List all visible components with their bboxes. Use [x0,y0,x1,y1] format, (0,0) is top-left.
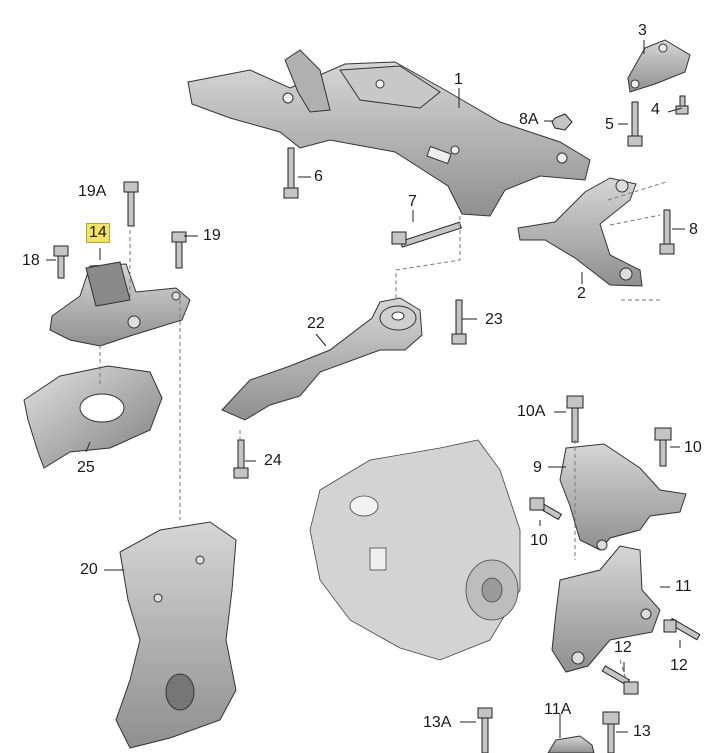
label-12-top: 12 [614,639,632,656]
bolt-8 [659,209,675,255]
bracket-11-part [551,545,661,673]
bolt-12-top [601,665,639,695]
label-20: 20 [80,561,98,578]
label-3: 3 [638,22,647,39]
bolt-19 [171,231,187,269]
label-13: 13 [633,723,651,740]
bracket-11a-part [547,735,595,753]
dashed-guides [99,181,667,681]
bolt-10a [566,395,584,443]
label-8a: 8A [519,111,539,128]
label-13a: 13A [423,714,452,731]
label-14-highlighted: 14 [86,223,110,243]
label-11a: 11A [544,701,572,718]
label-6: 6 [314,168,323,185]
label-10-left: 10 [530,532,548,549]
bolt-12-bottom [663,617,701,641]
timing-cover-part [115,521,237,749]
bolt-5 [627,101,643,147]
label-19: 19 [203,227,221,244]
subframe-part [187,49,591,217]
bolt-23 [451,299,467,345]
label-25: 25 [77,459,95,476]
torque-rod-part [221,297,423,421]
label-18: 18 [22,252,40,269]
label-4: 4 [651,101,660,118]
leader-lines [46,40,685,738]
control-arm-part [517,177,643,287]
engine-mount-part [49,261,191,347]
bolts [53,95,701,753]
label-10-right: 10 [684,439,702,456]
label-12-bottom: 12 [670,657,688,674]
label-10a: 10A [517,403,546,420]
label-2: 2 [577,285,586,302]
mount-bracket-part [627,39,691,93]
gearbox-part [309,439,521,661]
bolt-4 [675,95,689,115]
heat-shield-part [23,365,163,469]
bolt-7 [391,221,462,248]
nut-8a [551,113,573,131]
label-7: 7 [408,193,417,210]
label-9: 9 [533,459,542,476]
bolt-19a [123,181,139,227]
label-1: 1 [454,71,463,88]
bolt-18 [53,245,69,279]
label-11: 11 [675,578,692,595]
label-19a: 19A [78,183,107,200]
gearbox-mount-part [559,443,687,551]
bolt-6 [283,147,299,199]
bolt-13 [602,711,620,753]
bolt-10-right [654,427,672,467]
label-8: 8 [689,221,698,238]
label-22: 22 [307,315,325,332]
label-24: 24 [264,452,282,469]
bolt-13a [477,707,493,753]
label-23: 23 [485,311,503,328]
bolt-24 [233,439,249,479]
bolt-10-left [529,497,563,521]
label-5: 5 [605,116,614,133]
